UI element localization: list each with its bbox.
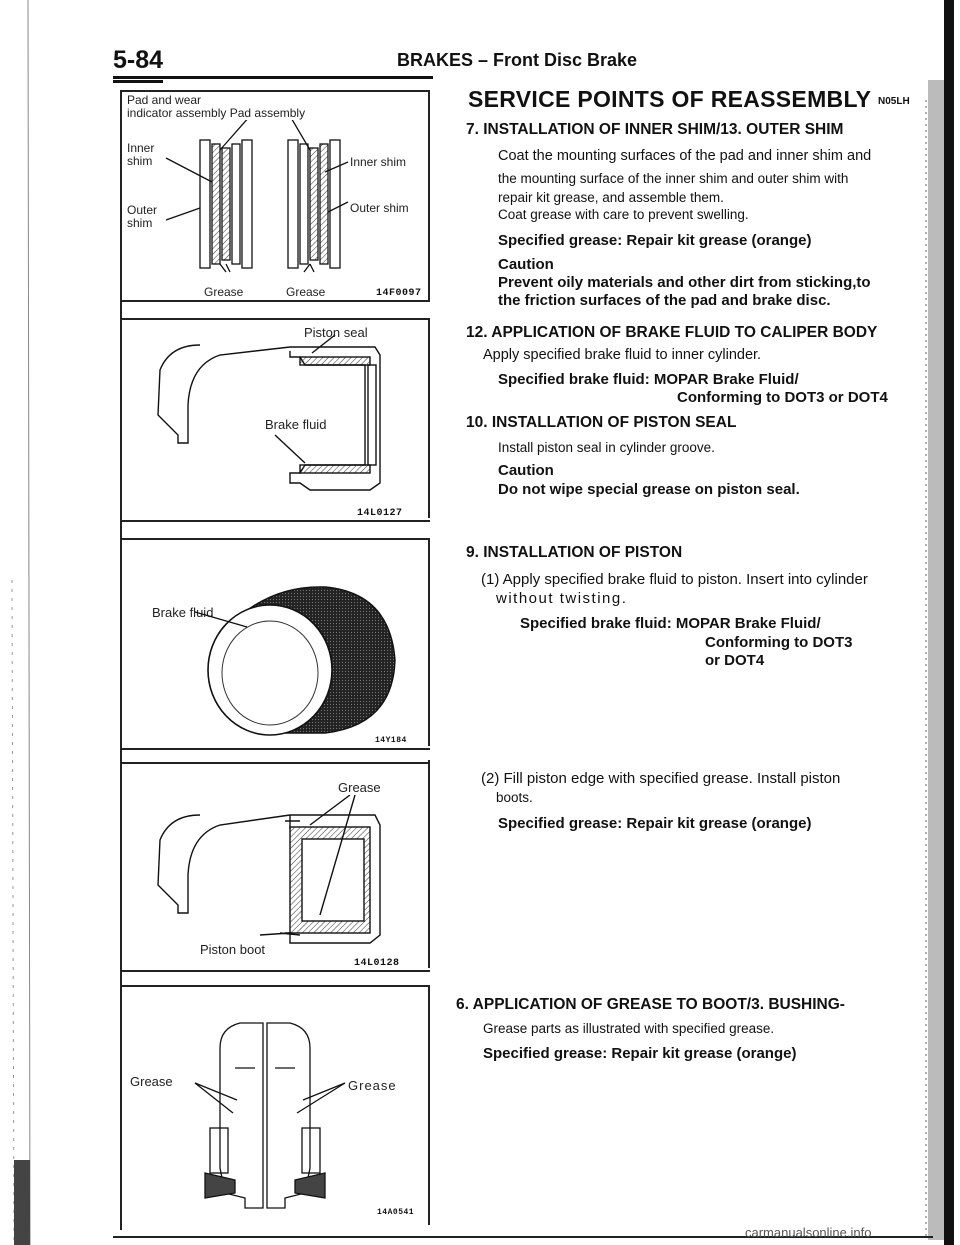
step-12-spec-2: Conforming to DOT3 or DOT4	[677, 389, 888, 406]
fig1-code: 14F0097	[376, 288, 422, 299]
figure-border	[428, 985, 430, 1225]
step-9-title: 9. INSTALLATION OF PISTON	[466, 544, 683, 561]
fig3-code: 14Y184	[375, 736, 407, 745]
figure-divider	[120, 520, 430, 522]
figure-divider	[120, 300, 430, 302]
fig4-label-grease: Grease	[338, 780, 381, 795]
step-7-title: 7. INSTALLATION OF INNER SHIM/13. OUTER …	[466, 121, 844, 138]
figure-divider	[120, 748, 430, 750]
step-7-spec: Specified grease: Repair kit grease (ora…	[498, 232, 812, 249]
step-12-title: 12. APPLICATION OF BRAKE FLUID TO CALIPE…	[466, 324, 878, 341]
figure-border	[428, 318, 430, 518]
fig2-label-brake-fluid: Brake fluid	[265, 417, 327, 432]
fig1-label-inner-shim-right: Inner shim	[350, 155, 407, 169]
step-10-title: 10. INSTALLATION OF PISTON SEAL	[466, 414, 737, 431]
step-9-line-4: boots.	[496, 790, 533, 805]
fig1-label-pad-wear: Pad and wear	[127, 93, 202, 107]
step-7-caution-1: Prevent oily materials and other dirt fr…	[498, 274, 871, 291]
figure-divider	[120, 985, 430, 987]
step-7-line-3: repair kit grease, and assemble them.	[498, 190, 724, 205]
step-6-line-1: Grease parts as illustrated with specifi…	[483, 1021, 775, 1036]
step-7-caution-2: the friction surfaces of the pad and bra…	[498, 292, 831, 309]
section-title: SERVICE POINTS OF REASSEMBLY	[468, 86, 872, 112]
scan-edge-left	[11, 0, 31, 1245]
fig2-code: 14L0127	[357, 508, 403, 519]
scan-edge-right	[925, 0, 954, 1245]
step-9-spec-2: Conforming to DOT3	[705, 634, 853, 651]
fig1-label-inner-shim: shim	[127, 154, 153, 168]
fig5-label-grease-left: Grease	[130, 1074, 173, 1089]
figure-border	[428, 538, 430, 746]
fig4-label-piston-boot: Piston boot	[200, 942, 266, 957]
page-title: BRAKES – Front Disc Brake	[397, 50, 638, 70]
step-10-caution-label: Caution	[498, 462, 554, 479]
step-10-caution-1: Do not wipe special grease on piston sea…	[498, 481, 800, 498]
caliper-piston-seal-diagram	[157, 334, 381, 491]
caliper-piston-boot-diagram	[157, 795, 381, 944]
figure-divider	[120, 538, 430, 540]
fig3-label-brake-fluid: Brake fluid	[152, 605, 214, 620]
page-number: 5-84	[113, 46, 164, 74]
step-6-title: 6. APPLICATION OF GREASE TO BOOT/3. BUSH…	[456, 996, 845, 1013]
watermark: carmanualsonline.info	[745, 1225, 872, 1240]
figure-column-border	[120, 90, 122, 1230]
figure-border	[428, 90, 430, 300]
fig1-label-outer-shim: shim	[127, 216, 153, 230]
figure-divider	[120, 762, 430, 764]
figure-divider	[120, 318, 430, 320]
footer-rule	[113, 1236, 933, 1238]
step-7-line-1: Coat the mounting surfaces of the pad an…	[498, 148, 872, 164]
step-12-line-1: Apply specified brake fluid to inner cyl…	[483, 347, 762, 363]
step-9-line-2: without twisting.	[496, 590, 628, 607]
fig1-label-grease-left: Grease	[204, 285, 244, 299]
section-code: N05LH	[878, 96, 910, 107]
fig5-code: 14A0541	[377, 1208, 415, 1217]
step-10-line-1: Install piston seal in cylinder groove.	[498, 440, 715, 455]
pad-assembly-diagram	[165, 120, 349, 273]
header-rule	[113, 76, 433, 79]
step-7-caution-label: Caution	[498, 256, 554, 273]
figure-divider	[120, 970, 430, 972]
step-6-spec: Specified grease: Repair kit grease (ora…	[483, 1045, 797, 1062]
step-12-spec-1: Specified brake fluid: MOPAR Brake Fluid…	[498, 371, 799, 388]
fig1-label-assemblies: indicator assembly Pad assembly	[127, 106, 306, 120]
figure-border	[428, 760, 430, 968]
step-7-line-2: the mounting surface of the inner shim a…	[498, 171, 849, 186]
fig1-label-outer: Outer	[127, 203, 158, 217]
fig1-label-outer-shim-right: Outer shim	[350, 201, 409, 215]
fig2-label-piston-seal: Piston seal	[304, 325, 368, 340]
step-9-spec-1: Specified brake fluid: MOPAR Brake Fluid…	[520, 615, 821, 632]
fig1-label-inner: Inner	[127, 141, 155, 155]
boot-bushing-diagram	[194, 1022, 346, 1209]
piston-diagram	[194, 586, 396, 736]
fig5-label-grease-right: Grease	[348, 1078, 397, 1093]
figure-divider	[120, 90, 430, 92]
header-accent	[113, 80, 163, 83]
step-7-line-4: Coat grease with care to prevent swellin…	[498, 207, 749, 222]
step-9-line-1: (1) Apply specified brake fluid to pisto…	[481, 571, 868, 588]
step-9-spec-4: Specified grease: Repair kit grease (ora…	[498, 815, 812, 832]
step-9-line-3: (2) Fill piston edge with specified grea…	[481, 770, 841, 787]
fig1-label-grease-right: Grease	[286, 285, 326, 299]
fig4-code: 14L0128	[354, 958, 400, 969]
step-9-spec-3: or DOT4	[705, 652, 765, 669]
